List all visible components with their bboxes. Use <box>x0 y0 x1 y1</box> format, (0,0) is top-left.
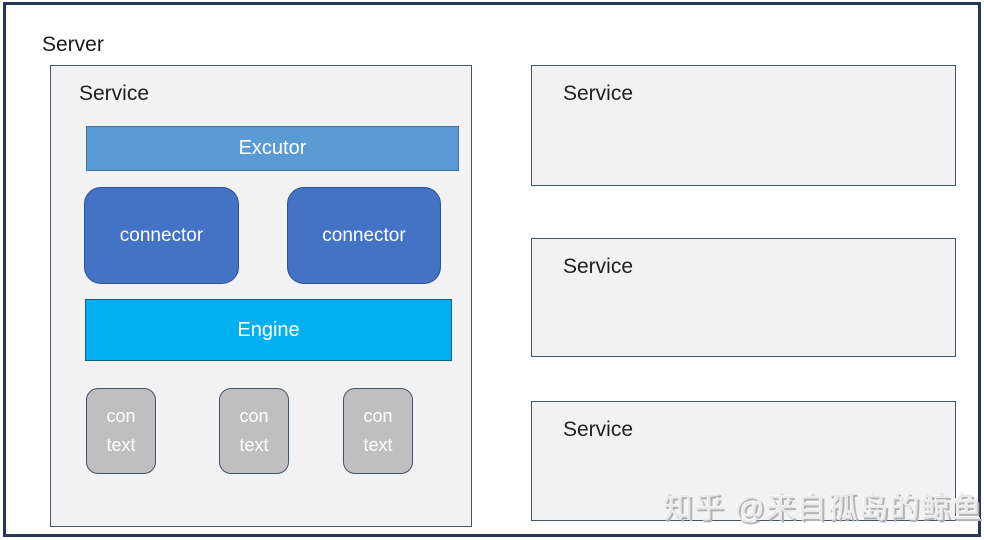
connector-block-2: connector <box>287 187 441 284</box>
service-label-right-1: Service <box>563 82 634 105</box>
service-box-right-3: Service <box>531 401 956 521</box>
zhihu-watermark: 知乎 @来自孤岛的鲸鱼 <box>663 492 983 525</box>
context-block-2: con text <box>219 388 289 474</box>
server-box: Server Service Excutor connector connect… <box>3 2 981 537</box>
context-block-1: con text <box>86 388 156 474</box>
server-label: Server <box>42 33 104 56</box>
service-label-right-3: Service <box>563 418 634 441</box>
engine-block: Engine <box>85 299 452 361</box>
service-label-right-2: Service <box>563 255 634 278</box>
service-box-right-2: Service <box>531 238 956 357</box>
service-box-right-1: Service <box>531 65 956 186</box>
executor-block: Excutor <box>86 126 459 171</box>
context-block-3: con text <box>343 388 413 474</box>
connector-block-1: connector <box>84 187 239 284</box>
service-box-main: Service Excutor connector connector Engi… <box>50 65 472 527</box>
main-service-label: Service <box>79 82 150 105</box>
